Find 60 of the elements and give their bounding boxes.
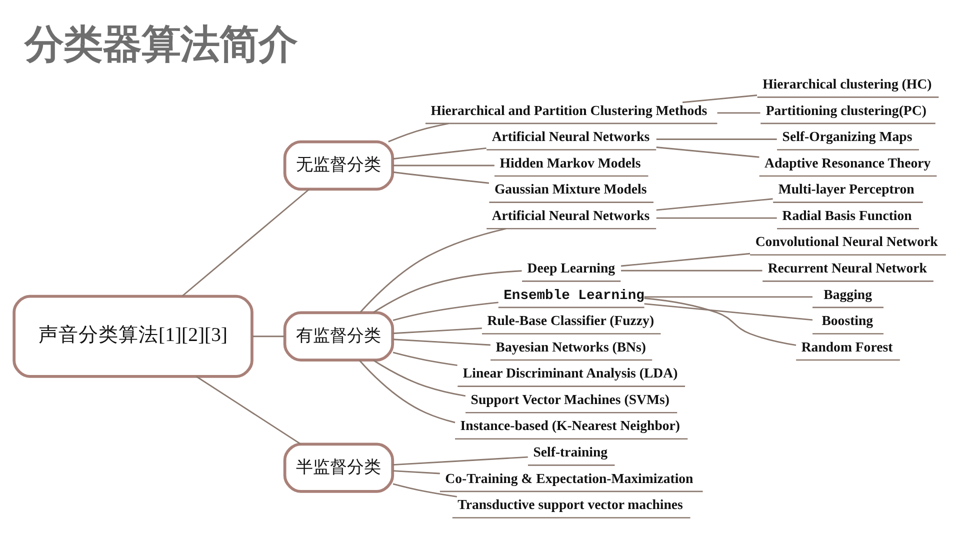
connector	[252, 336, 285, 338]
connector	[392, 328, 482, 334]
connector	[644, 298, 796, 346]
node-text: Bagging	[824, 286, 872, 302]
connector	[392, 456, 528, 466]
connector	[196, 376, 301, 445]
connector	[392, 352, 458, 366]
node-text: Linear Discriminant Analysis (LDA)	[462, 366, 678, 381]
node-text: Convolutional Neural Network	[755, 234, 938, 250]
node-text: Rule-Base Classifier (Fuzzy)	[487, 313, 654, 328]
node-text: Partitioning clustering(PC)	[766, 102, 926, 118]
connector	[360, 228, 506, 313]
node-text: Co-Training & Expectation-Maximization	[445, 470, 694, 486]
node-text: Random Forest	[801, 339, 893, 354]
connector	[392, 338, 490, 346]
connector	[392, 164, 494, 166]
node-box: 声音分类算法[1][2][3]	[12, 294, 254, 378]
node-text: Hierarchical and Partition Clustering Methods	[430, 102, 708, 118]
connector	[358, 360, 456, 424]
connector	[682, 94, 758, 104]
connector	[644, 303, 813, 321]
node-text: Deep Learning	[527, 260, 616, 276]
node-text: Self-Organizing Maps	[782, 129, 912, 144]
connector	[372, 270, 522, 314]
node-text: Self-training	[533, 444, 608, 460]
node-text: Recurrent Neural Network	[768, 260, 927, 276]
node-text: Boosting	[822, 313, 874, 328]
diagram-title: 分类器算法简介	[24, 22, 298, 67]
connector	[656, 198, 773, 211]
node-box: 半监督分类	[283, 442, 394, 493]
connector	[656, 146, 760, 158]
connector	[620, 252, 750, 267]
node-box: 无监督分类	[283, 140, 394, 191]
node-text: Artificial Neural Networks	[492, 129, 650, 144]
node-text: Support Vector Machines (SVMs)	[470, 392, 670, 407]
node-text: Radial Basis Function	[782, 208, 912, 223]
connector	[182, 188, 310, 296]
node-text: Gaussian Mixture Models	[494, 182, 647, 197]
connector	[656, 138, 777, 140]
connector	[392, 302, 498, 321]
node-text: Bayesian Networks (BNs)	[496, 339, 646, 354]
connector	[392, 171, 490, 184]
connector	[392, 483, 458, 498]
node-text: Transductive support vector machines	[458, 497, 683, 512]
connector	[388, 122, 449, 142]
node-text: Artificial Neural Networks	[492, 208, 650, 223]
connector	[621, 270, 762, 272]
connector	[372, 360, 466, 397]
connector	[717, 112, 760, 114]
node-box: 有监督分类	[283, 311, 394, 362]
connector	[644, 296, 812, 298]
connector	[656, 217, 777, 219]
node-text: Ensemble Learning	[504, 288, 644, 304]
node-text: Hidden Markov Models	[500, 155, 641, 170]
connector	[392, 470, 440, 474]
node-text: Multi-layer Perceptron	[778, 182, 914, 197]
node-text: Hierarchical clustering (HC)	[762, 76, 932, 92]
connector	[392, 147, 486, 160]
node-text: Adaptive Resonance Theory	[764, 155, 931, 170]
node-text: Instance-based (K-Nearest Neighbor)	[460, 418, 680, 434]
